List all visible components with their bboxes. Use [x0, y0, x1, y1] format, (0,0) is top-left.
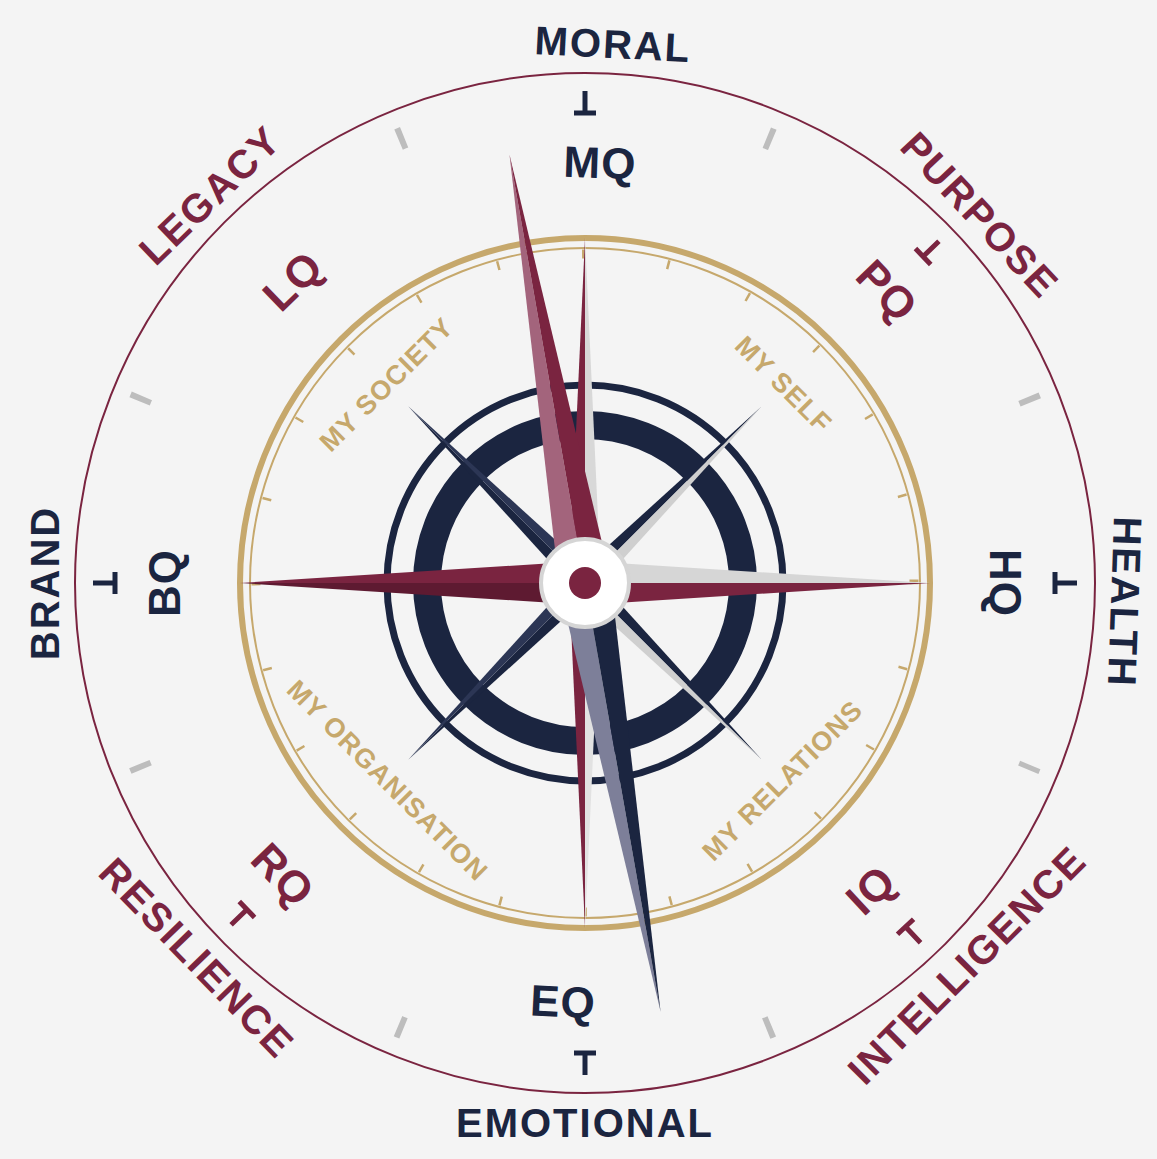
quotient-code: LQ [255, 243, 331, 318]
sphere-name: MY ORGANISATION [282, 676, 492, 886]
outer-ring [75, 73, 1095, 1093]
vertical-points [569, 238, 601, 928]
gold-ring [240, 238, 930, 928]
quotient-code: BQ [143, 549, 187, 617]
quotient-code: EQ [529, 979, 597, 1026]
sphere-name: MY SELF [730, 332, 836, 438]
t-markers [93, 91, 1077, 1075]
center-hub [541, 539, 629, 627]
dimension-name: MORAL [534, 20, 693, 68]
dimension-name: BRAND [25, 506, 65, 660]
sphere-name: MY RELATIONS [698, 696, 868, 866]
dimension-name: HEALTH [1102, 516, 1148, 689]
quotient-code: PQ [849, 252, 926, 330]
dimension-name: LEGACY [132, 118, 288, 271]
center-dot [569, 567, 601, 599]
quotient-code: RQ [243, 835, 322, 914]
quotient-code: IQ [839, 858, 904, 923]
quotient-code: MQ [562, 140, 636, 187]
dimension-name: EMOTIONAL [456, 1103, 714, 1143]
horizontal-points [240, 561, 930, 605]
quotient-code: HQ [983, 549, 1027, 617]
main-needle [484, 150, 686, 1016]
sphere-name: MY SOCIETY [315, 313, 459, 457]
dimension-name: PURPOSE [894, 124, 1066, 305]
